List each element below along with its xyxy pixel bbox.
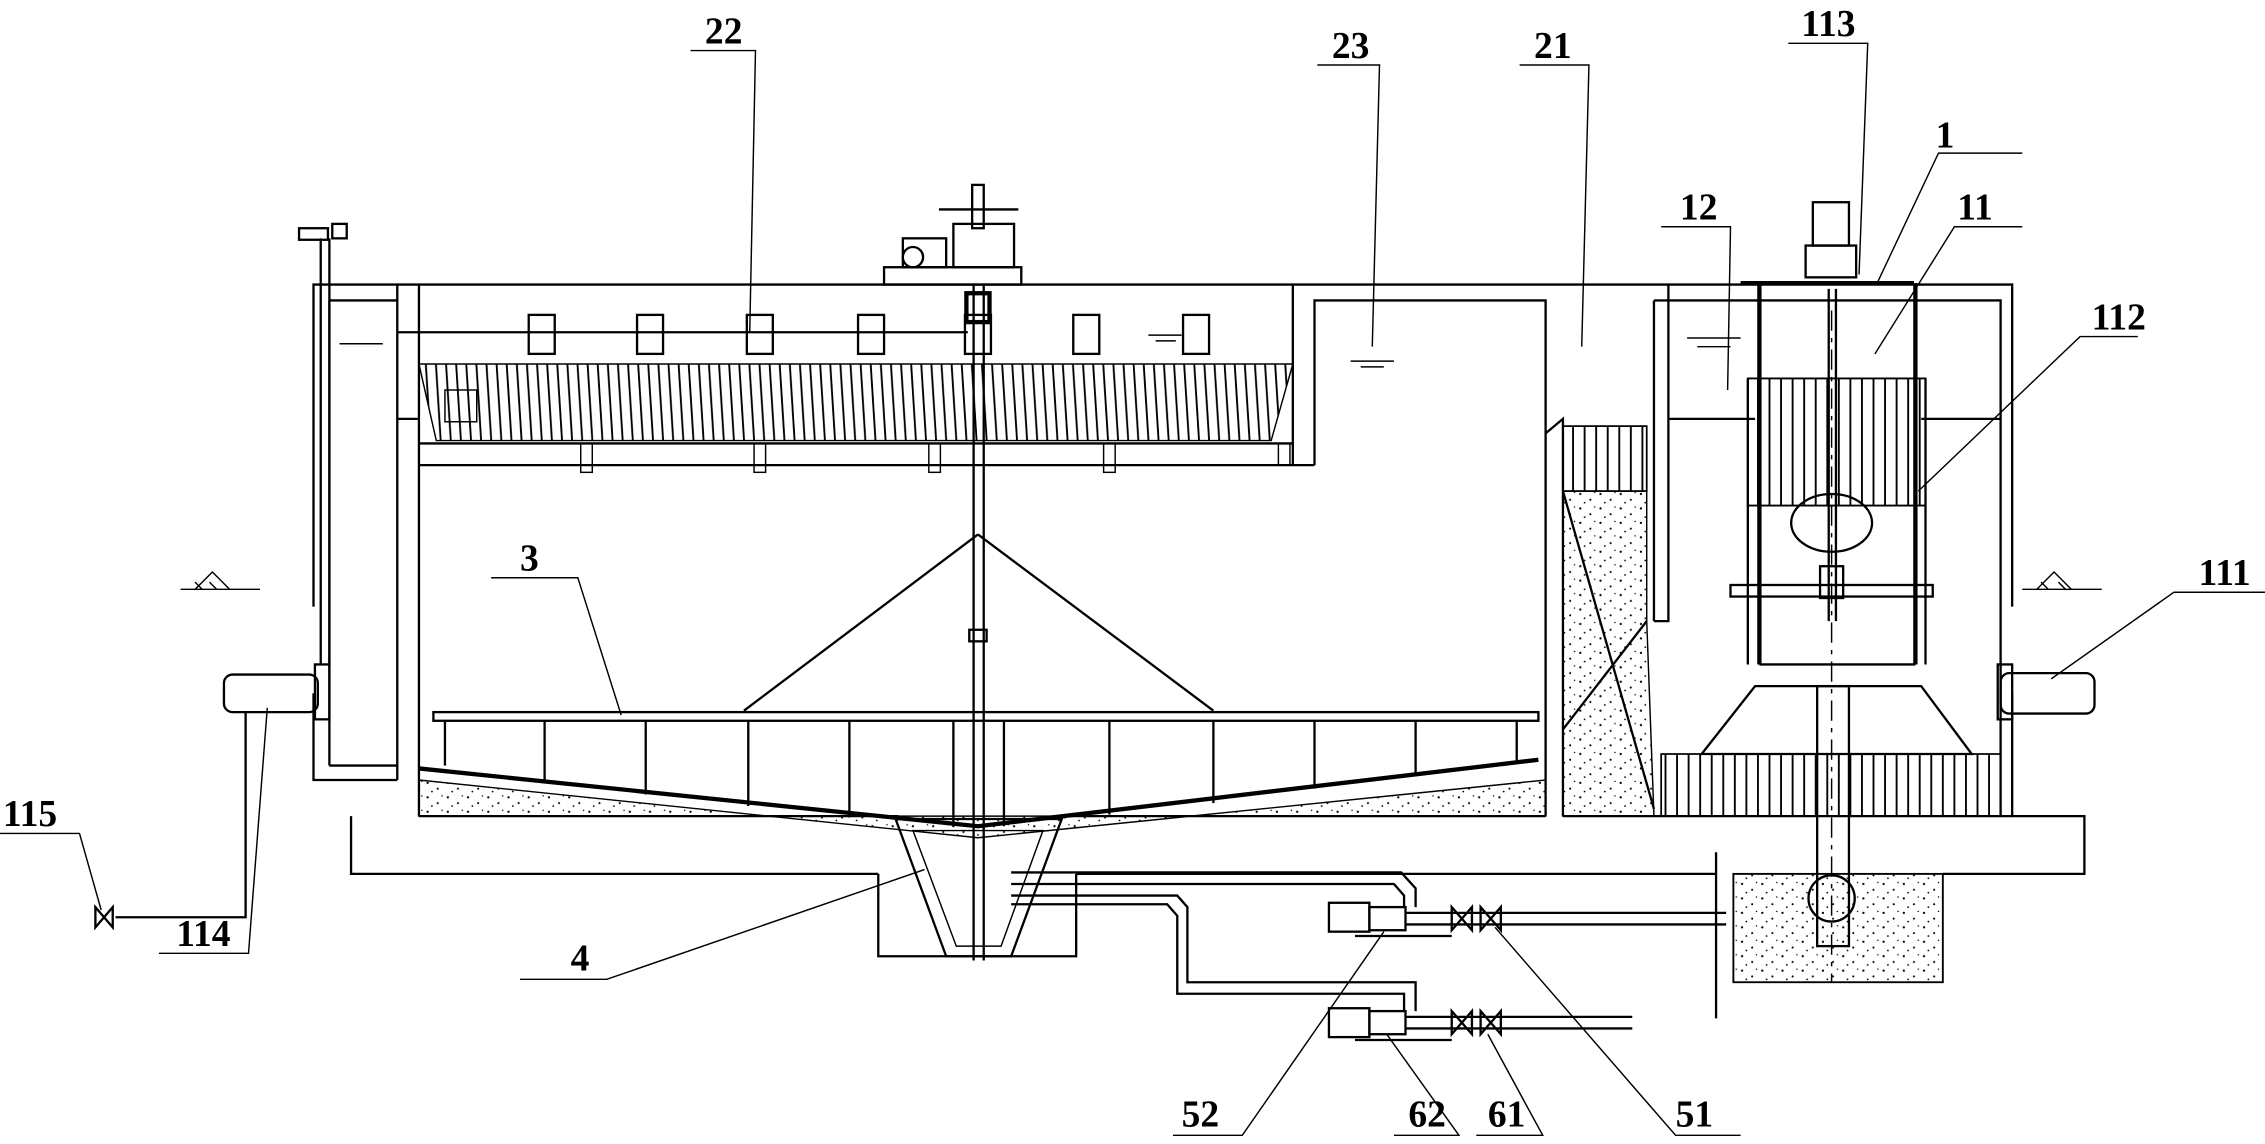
sludge-scraper — [418, 533, 1547, 839]
svg-text:1: 1 — [1936, 115, 1955, 156]
label-1: 1 — [1877, 115, 2023, 282]
svg-text:61: 61 — [1488, 1095, 1526, 1136]
label-111: 111 — [2050, 553, 2265, 680]
svg-text:3: 3 — [520, 539, 539, 580]
label-62: 62 — [1386, 1033, 1461, 1137]
mixing-tank — [1561, 201, 2002, 983]
svg-text:12: 12 — [1680, 188, 1718, 229]
svg-text:115: 115 — [3, 794, 57, 835]
ground-symbol — [180, 570, 2102, 591]
label-22: 22 — [690, 11, 757, 333]
reference-labels: 22 23 21 113 1 12 11 112 — [0, 4, 2265, 1137]
central-drive — [882, 183, 1023, 961]
label-51: 51 — [1494, 926, 1741, 1137]
label-4: 4 — [520, 868, 925, 981]
svg-text:62: 62 — [1408, 1095, 1446, 1136]
svg-text:111: 111 — [2199, 553, 2251, 594]
label-21: 21 — [1519, 26, 1590, 347]
inclined-plate-settler — [418, 313, 1315, 474]
svg-text:51: 51 — [1676, 1095, 1714, 1136]
svg-text:4: 4 — [571, 939, 590, 980]
svg-text:23: 23 — [1332, 26, 1370, 67]
label-11: 11 — [1874, 188, 2023, 355]
label-61: 61 — [1476, 1033, 1544, 1137]
sludge-pumps — [1011, 684, 1944, 1042]
label-112: 112 — [1917, 297, 2146, 492]
svg-text:21: 21 — [1534, 26, 1572, 67]
label-113: 113 — [1788, 4, 1869, 275]
svg-text:113: 113 — [1801, 4, 1855, 45]
label-3: 3 — [491, 539, 622, 716]
inlet-pipe — [1996, 663, 2096, 721]
label-12: 12 — [1661, 188, 1732, 391]
left-piping — [94, 222, 348, 931]
label-52: 52 — [1172, 931, 1385, 1137]
svg-text:52: 52 — [1182, 1095, 1220, 1136]
collector-boxes — [527, 313, 1211, 356]
svg-text:112: 112 — [2092, 297, 2146, 338]
svg-text:11: 11 — [1957, 188, 1992, 229]
sludge-hopper — [877, 817, 1078, 958]
label-23: 23 — [1317, 26, 1381, 347]
label-114: 114 — [158, 707, 268, 955]
water-level-symbol — [339, 334, 1741, 368]
svg-text:22: 22 — [705, 11, 743, 52]
svg-text:114: 114 — [176, 914, 230, 955]
label-115: 115 — [0, 794, 102, 911]
